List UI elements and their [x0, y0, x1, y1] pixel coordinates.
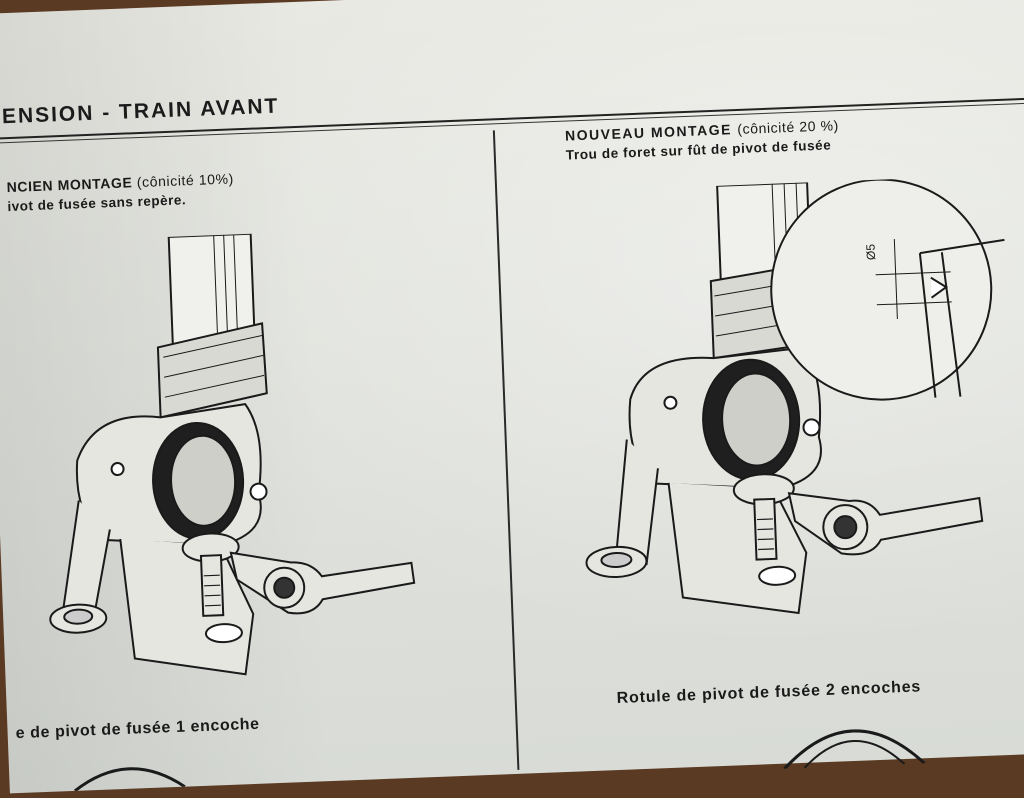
left-panel-subtitle: ivot de fusée sans repère. [7, 192, 187, 215]
next-figure-fragment-right [783, 729, 926, 769]
left-title-note: (cônicité 10%) [136, 170, 235, 191]
tie-rod [787, 492, 984, 556]
left-panel-caption: e de pivot de fusée 1 encoche [15, 715, 260, 743]
old-assembly-drawing [49, 232, 416, 676]
tie-rod [229, 551, 416, 615]
pivot-collar [156, 322, 268, 419]
left-panel-title: NCIEN MONTAGE (cônicité 10%) [6, 170, 234, 195]
next-figure-fragment-left [73, 767, 186, 792]
new-assembly-drawing: Ø5 [585, 178, 1005, 615]
detail-dimension-label: Ø5 [863, 243, 878, 260]
right-title-note: (cônicité 20 %) [736, 117, 840, 138]
right-title-text: NOUVEAU MONTAGE [564, 121, 733, 144]
right-panel-caption: Rotule de pivot de fusée 2 encoches [616, 678, 922, 708]
section-header: ENSION - TRAIN AVANT [1, 94, 280, 129]
column-divider [492, 130, 519, 770]
detail-inset [770, 178, 993, 401]
left-title-text: NCIEN MONTAGE [6, 174, 133, 196]
